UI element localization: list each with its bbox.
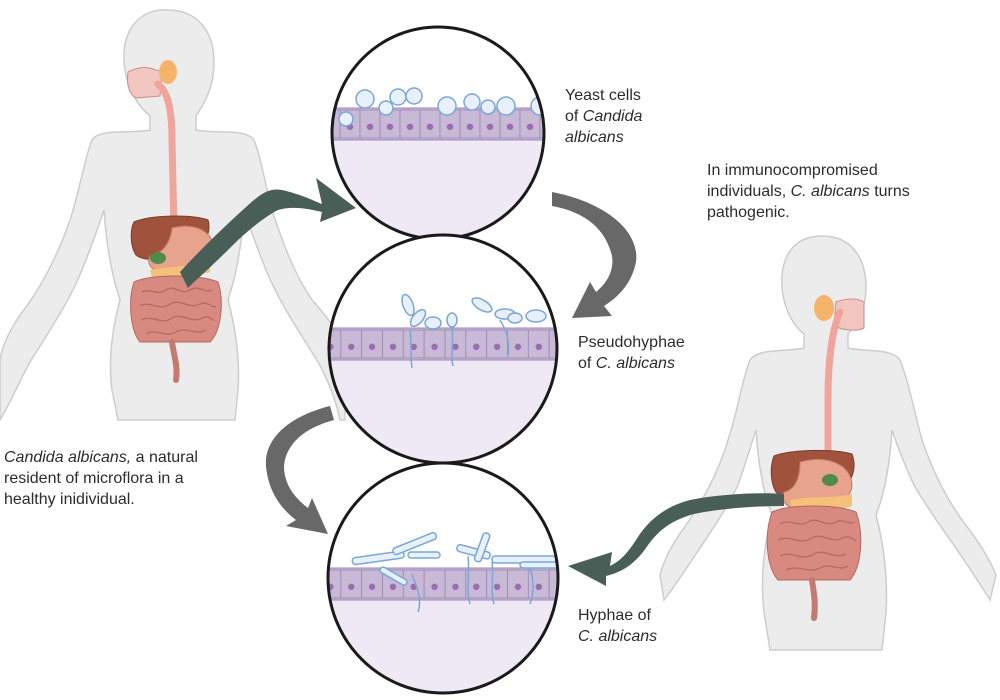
yeast-epithelial-cells — [332, 109, 553, 139]
label-hyphae-line2-italic: C. albicans — [578, 628, 658, 645]
epithelial-cell — [548, 329, 557, 359]
cell-nucleus — [368, 583, 376, 590]
cell-nucleus — [473, 583, 480, 590]
cell-nucleus — [389, 583, 397, 590]
label-yeast-line3-italic: albicans — [565, 129, 624, 146]
arrow-stomach-to-yeast — [180, 178, 356, 288]
label-healthy-line2: resident of microflora in a — [4, 470, 184, 487]
label-pseudo-line2-italic: C. albicans — [595, 355, 675, 372]
cell-nucleus — [431, 583, 438, 590]
cell-nucleus — [486, 123, 494, 130]
cell-nucleus — [386, 123, 394, 130]
cell-nucleus — [410, 343, 417, 350]
label-hyphae: Hyphae of C. albicans — [578, 605, 708, 647]
cell-nucleus — [535, 343, 542, 350]
label-healthy-line1: Candida albicans, a natural — [4, 447, 244, 468]
immunocompromised-mouth-region — [833, 298, 865, 331]
cell-nucleus — [452, 583, 459, 590]
cell-nucleus — [466, 123, 474, 130]
epithelial-cell — [539, 109, 544, 139]
arrow-pseudohyphae-to-hyphae — [265, 406, 334, 534]
hyphae-epithelial-cells — [328, 569, 558, 599]
cell-nucleus — [348, 343, 355, 350]
healthy-salivary-gland — [159, 60, 177, 84]
cell-nucleus — [514, 343, 522, 350]
label-pseudo-line2: of C. albicans — [578, 353, 718, 374]
label-yeast-cells: Yeast cells of Candida albicans — [565, 85, 695, 148]
cell-nucleus — [446, 123, 454, 130]
immunocompromised-intestines — [766, 505, 862, 621]
label-immunocompromised: In immunocompromised individuals, C. alb… — [707, 160, 967, 223]
label-immuno-line2-suffix: turns — [869, 183, 910, 200]
arrow-yeast-to-pseudohyphae — [552, 192, 637, 318]
cell-nucleus — [426, 123, 434, 130]
label-immuno-line2: individuals, C. albicans turns — [707, 181, 967, 202]
label-healthy-line1-suffix: a natural — [131, 449, 198, 466]
cell-nucleus — [514, 583, 522, 590]
healthy-gallbladder — [150, 252, 166, 264]
label-immuno-line3: pathogenic. — [707, 204, 790, 221]
cell-nucleus — [348, 583, 355, 590]
cell-nucleus — [431, 343, 438, 350]
label-immuno-line1: In immunocompromised — [707, 162, 878, 179]
cell-nucleus — [389, 343, 397, 350]
pseudohyphae-forms — [401, 293, 547, 369]
cell-nucleus — [406, 123, 414, 130]
cell-nucleus — [452, 343, 459, 350]
immunocompromised-human-figure — [659, 235, 997, 651]
epithelial-cell — [332, 109, 341, 139]
cell-nucleus — [506, 123, 514, 130]
cell-nucleus — [493, 343, 501, 350]
label-hyphae-line2: C. albicans — [578, 626, 708, 647]
label-yeast-line2-prefix: of — [565, 108, 583, 125]
label-immuno-line2-italic: C. albicans — [790, 183, 870, 200]
cell-nucleus — [547, 124, 553, 130]
label-yeast-line2-italic: Candida — [582, 108, 643, 125]
label-pseudohyphae: Pseudohyphae of C. albicans — [578, 332, 718, 374]
epithelial-cell — [548, 569, 558, 599]
cell-nucleus — [526, 123, 534, 130]
pseudohyphae-epithelial-cells — [329, 329, 557, 359]
label-pseudo-line2-prefix: of — [578, 355, 596, 372]
cell-nucleus — [535, 583, 542, 590]
healthy-intestines — [130, 275, 222, 383]
healthy-human-figure — [0, 9, 346, 422]
immunocompromised-esophagus — [824, 308, 844, 464]
label-healthy: Candida albicans, a natural resident of … — [4, 447, 244, 510]
hyphae-forms — [351, 531, 558, 613]
yeast-cells — [338, 87, 544, 127]
label-healthy-line3: healthy inidividual. — [4, 491, 135, 508]
circle-hyphae — [326, 461, 560, 695]
cell-nucleus — [473, 343, 480, 350]
label-healthy-line1-italic: Candida albicans, — [4, 449, 132, 466]
label-yeast-line3: albicans — [565, 127, 695, 148]
circle-pseudohyphae — [327, 233, 559, 465]
circle-yeast-cells — [330, 25, 553, 241]
label-yeast-line2: of Candida — [565, 106, 695, 127]
label-hyphae-line1: Hyphae of — [578, 607, 651, 624]
immunocompromised-salivary-gland — [814, 295, 834, 321]
cell-nucleus — [368, 343, 376, 350]
label-immuno-line2-prefix: individuals, — [707, 183, 791, 200]
healthy-esophagus — [154, 80, 178, 234]
arrow-stomach-to-hyphae — [568, 493, 784, 586]
cell-nucleus — [366, 123, 374, 130]
cell-nucleus — [493, 583, 501, 590]
label-pseudo-line1: Pseudohyphae — [578, 334, 685, 351]
immunocompromised-gallbladder — [822, 474, 838, 486]
label-yeast-line1: Yeast cells — [565, 87, 641, 104]
